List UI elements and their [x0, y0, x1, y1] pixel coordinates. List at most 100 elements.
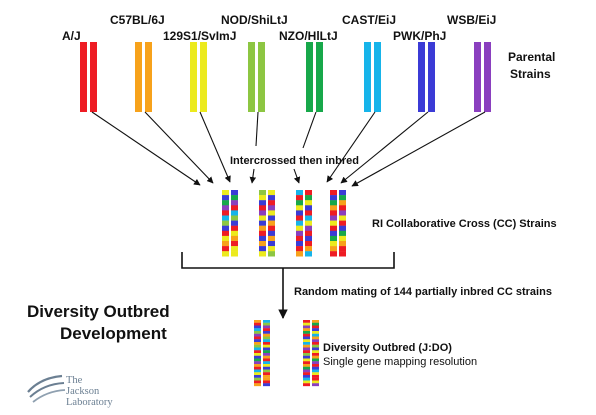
do-chromosome-segment [263, 377, 270, 381]
do-chromosome-segment [254, 336, 261, 340]
arrow [293, 168, 301, 184]
cc-chromosome-segment [222, 190, 229, 196]
cc-chromosome-segment [268, 200, 275, 206]
do-chromosome-segment [303, 361, 310, 365]
do-chromosome-segment [303, 355, 310, 359]
arrow [199, 111, 231, 183]
cc-chromosome-segment [231, 251, 238, 257]
cc-chromosome-segment [231, 235, 238, 242]
cc-chromosome-segment [259, 241, 266, 247]
do-chromosome-segment [303, 328, 310, 332]
do-chromosome-segment [254, 339, 261, 343]
cc-chromosome-segment [259, 230, 266, 237]
do-chromosome-segment [263, 355, 270, 359]
do-chromosome-segment [254, 366, 261, 370]
cc-chromosome-segment [259, 246, 266, 252]
cc-chromosome-segment [339, 225, 346, 231]
cc-chromosome-segment [296, 235, 303, 242]
cc-chromosome-segment [330, 210, 337, 216]
cc-chromosome-segment [305, 215, 312, 221]
random-mating-label: Random mating of 144 partially inbred CC… [294, 286, 552, 298]
do-chromosome-segment [303, 350, 310, 354]
cc-chromosome-segment [330, 230, 337, 237]
cc-chromosome-segment [259, 210, 266, 216]
cc-chromosome-segment [259, 220, 266, 226]
cc-chromosome-segment [231, 220, 238, 226]
do-chromosome-segment [303, 364, 310, 367]
cc-chromosome-segment [339, 205, 346, 211]
do-chromosome-segment [312, 320, 319, 323]
do-sublabel: Single gene mapping resolution [323, 356, 477, 368]
parental-chromosome [258, 42, 265, 112]
do-chromosome-segment [263, 322, 270, 326]
cc-chromosome-segment [339, 246, 346, 252]
strain-label: WSB/EiJ [447, 13, 496, 27]
cc-chromosome-segment [222, 251, 229, 257]
cc-chromosome-segment [305, 235, 312, 242]
parental-chromosome [80, 42, 87, 112]
parental-chromosome [316, 42, 323, 112]
do-chromosome-segment [254, 342, 261, 345]
do-chromosome-segment [254, 328, 261, 332]
do-chromosome-segment [254, 347, 261, 351]
logo-text: The [66, 375, 83, 386]
cc-chromosome-segment [330, 246, 337, 252]
do-chromosome-segment [312, 364, 319, 367]
logo-text: Jackson [66, 386, 100, 397]
cc-chromosome-segment [222, 200, 229, 206]
parental-chromosome [484, 42, 491, 112]
do-chromosome-segment [303, 322, 310, 326]
do-chromosome-segment [254, 380, 261, 384]
do-chromosome-segment [312, 383, 319, 387]
cc-chromosome-segment [259, 205, 266, 211]
do-chromosome-segment [303, 372, 310, 376]
cc-chromosome-segment [330, 241, 337, 247]
cc-chromosome-segment [339, 215, 346, 221]
cc-chromosome-segment [268, 205, 275, 211]
cc-chromosome-segment [330, 205, 337, 211]
cc-chromosome-segment [296, 205, 303, 211]
cc-chromosome-segment [305, 241, 312, 247]
cc-chromosome-segment [259, 215, 266, 221]
cc-chromosome-segment [296, 210, 303, 216]
do-chromosome-segment [263, 320, 270, 323]
cc-chromosome-segment [259, 190, 266, 196]
do-title: Diversity Outbred [27, 302, 170, 321]
do-chromosome-segment [254, 355, 261, 359]
strain-label: PWK/PhJ [393, 29, 446, 43]
cc-chromosome-segment [305, 230, 312, 237]
cc-chromosome-segment [222, 246, 229, 252]
cc-chromosome-segment [296, 200, 303, 206]
cc-chromosome-segment [259, 225, 266, 231]
cc-chromosome-segment [268, 215, 275, 221]
parental-chromosome [190, 42, 197, 112]
do-chromosome-segment [312, 361, 319, 365]
cc-chromosome-segment [339, 230, 346, 237]
logo-swoosh-icon [27, 374, 63, 393]
do-chromosome-segment [263, 344, 270, 348]
cc-chromosome-segment [330, 235, 337, 242]
parental-chromosome [145, 42, 152, 112]
cc-chromosome-segment [268, 246, 275, 252]
do-chromosome-segment [254, 325, 261, 329]
do-chromosome-segment [303, 347, 310, 351]
strain-label: A/J [62, 29, 81, 43]
do-chromosome-segment [312, 377, 319, 381]
do-chromosome-segment [263, 369, 270, 373]
cc-chromosome-segment [231, 210, 238, 216]
cc-chromosome-segment [330, 215, 337, 221]
cc-chromosome-segment [330, 225, 337, 231]
cc-chromosome-segment [259, 251, 266, 257]
parental-chromosome [374, 42, 381, 112]
do-chromosome-segment [312, 369, 319, 373]
cc-chromosome-segment [222, 215, 229, 221]
do-chromosome-segment [312, 322, 319, 326]
do-chromosome-segment [263, 325, 270, 329]
do-chromosome-segment [312, 333, 319, 337]
cc-chromosome-segment [231, 215, 238, 221]
do-chromosome-segment [254, 322, 261, 326]
arrow [340, 111, 429, 184]
do-chromosome-segment [312, 331, 319, 334]
do-chromosome-segment [303, 383, 310, 387]
